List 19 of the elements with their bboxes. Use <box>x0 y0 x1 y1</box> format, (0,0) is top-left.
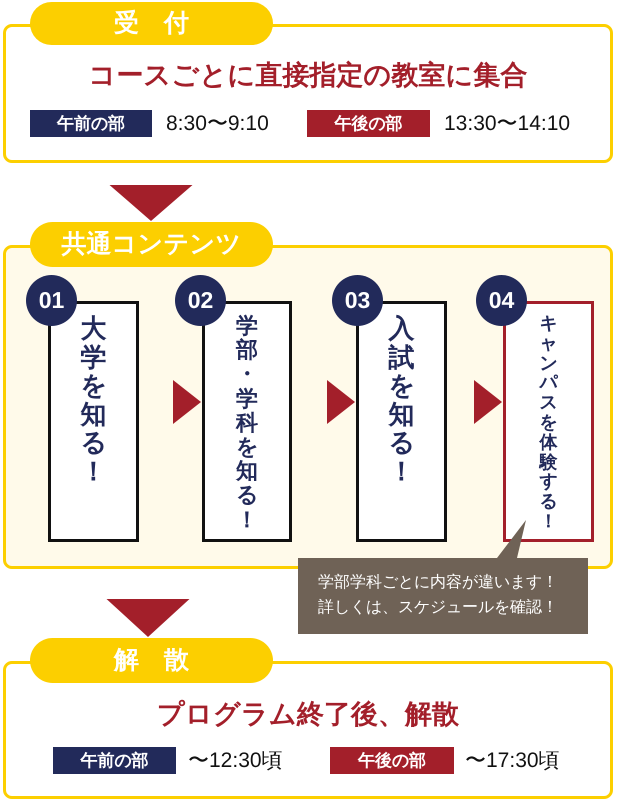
session-tag: 午前の部 <box>53 747 176 774</box>
time-text: 〜17:30頃 <box>465 748 560 774</box>
note-text: 学部学科ごとに内容が違います！ <box>318 572 558 593</box>
step-text: 入試を知る！ <box>388 314 414 486</box>
section-tab: 受 付 <box>30 2 273 45</box>
step-text: 大学を知る！ <box>80 314 106 486</box>
time-text: 13:30〜14:10 <box>444 111 570 137</box>
time-text: 8:30〜9:10 <box>166 111 269 137</box>
section-tab: 共通コンテンツ <box>30 222 273 267</box>
session-tag: 午後の部 <box>330 747 454 774</box>
note-text: 詳しくは、スケジュールを確認！ <box>318 598 558 618</box>
section-heading: コースごとに直接指定の教室に集合 <box>88 59 528 92</box>
session-tag: 午前の部 <box>30 110 152 137</box>
step-text: 学部・学科を知る！ <box>236 314 258 532</box>
section-heading: プログラム終了後、解散 <box>157 698 459 731</box>
time-text: 〜12:30頃 <box>188 748 283 774</box>
section-tab: 解 散 <box>30 638 273 683</box>
step-text: キャンパスを体験する！ <box>540 314 558 532</box>
session-tag: 午後の部 <box>307 110 430 137</box>
